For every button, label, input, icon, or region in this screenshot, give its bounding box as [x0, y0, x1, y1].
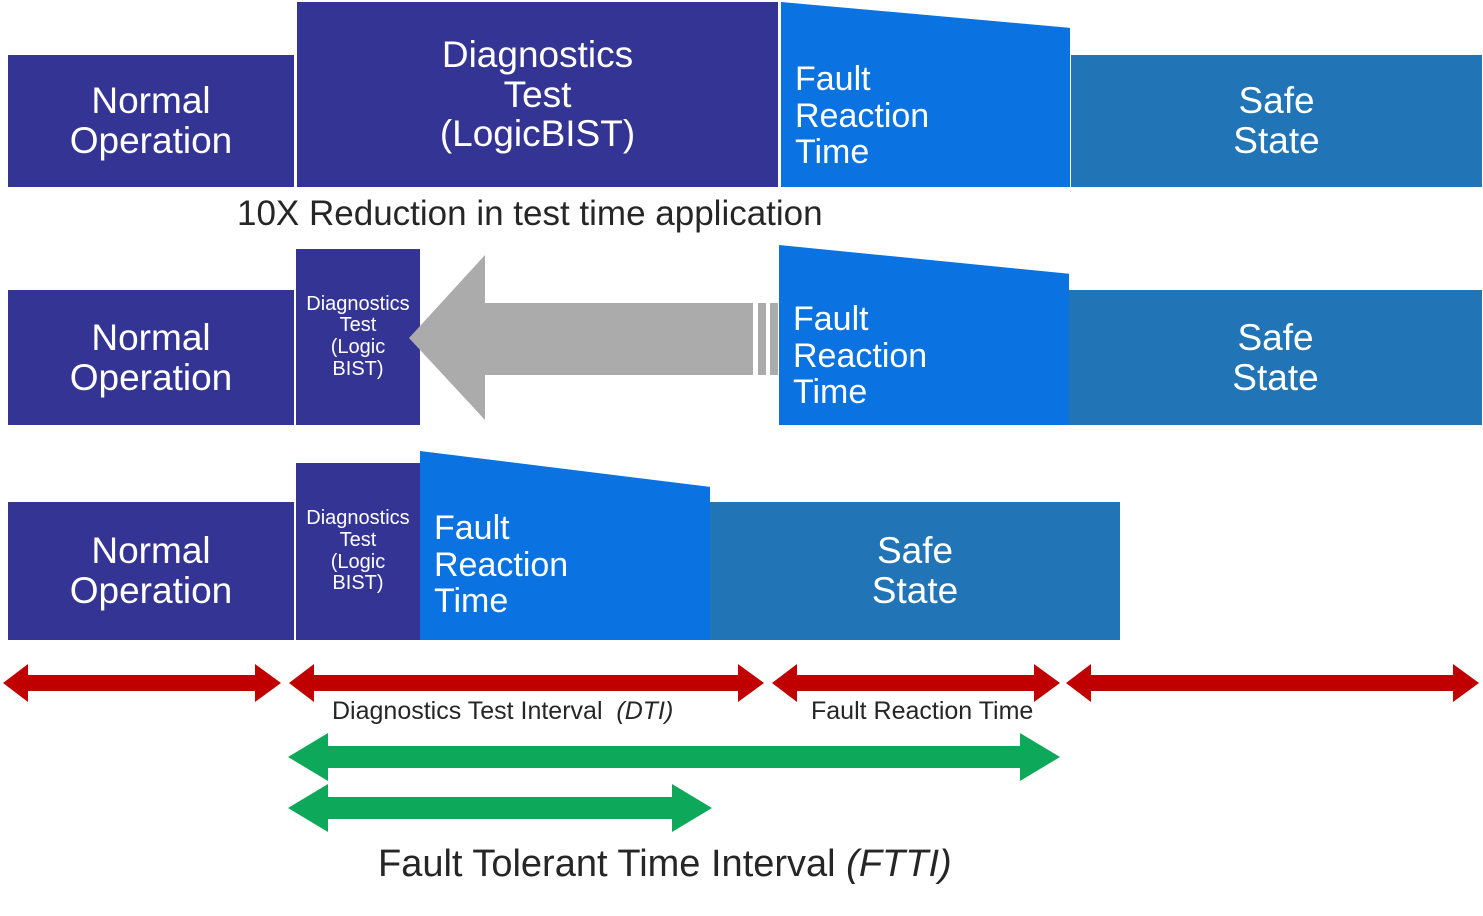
green-arrow-ftti-upper	[288, 733, 1060, 781]
dti-interval-label-abbr: (DTI)	[616, 697, 674, 725]
dti-interval-label-text: Diagnostics Test Interval	[332, 697, 617, 725]
block-label: Fault Reaction Time	[795, 59, 930, 172]
green-arrow-ftti-lower	[288, 784, 712, 832]
row-baseline-diagnostics-test-block: Diagnostics Test (LogicBIST)	[297, 2, 778, 187]
frt-interval-label: Fault Reaction Time	[811, 697, 1033, 726]
shrink-arrow-separator-bar-2	[770, 303, 778, 375]
block-label: Diagnostics Test (Logic BIST)	[306, 292, 410, 380]
row-baseline-normal-operation-block: Normal Operation	[8, 55, 294, 187]
block-label: Diagnostics Test (Logic BIST)	[306, 507, 410, 595]
ftti-caption: Fault Tolerant Time Interval (FTTI)	[378, 843, 952, 886]
block-label: Diagnostics Test (LogicBIST)	[439, 33, 636, 155]
row-improved-safe-state-block: Safe State	[1069, 290, 1482, 425]
row-result-normal-operation-block: Normal Operation	[8, 502, 294, 640]
block-label: Safe State	[1232, 316, 1319, 398]
row-result-diagnostics-test-block: Diagnostics Test (Logic BIST)	[296, 463, 420, 640]
trapezoid-fill	[420, 451, 710, 640]
row-improved-fault-reaction-time-trapezoid: Fault Reaction Time	[779, 245, 1069, 425]
row-improved-normal-operation-block: Normal Operation	[8, 290, 294, 425]
block-label: Fault Reaction Time	[793, 299, 928, 412]
ftti-caption-abbr: (FTTI)	[846, 843, 952, 885]
shrink-left-arrow-icon	[409, 255, 753, 420]
trapezoid-fill	[781, 2, 1070, 187]
row-result-safe-state-block: Safe State	[710, 502, 1120, 640]
reduction-caption: 10X Reduction in test time application	[237, 194, 823, 233]
block-label: Safe State	[1233, 80, 1320, 161]
trapezoid-fill	[779, 245, 1069, 425]
red-arrow-safe-state-span	[1066, 664, 1479, 702]
block-label: Safe State	[871, 530, 959, 611]
red-arrow-normal-operation-span	[3, 664, 281, 702]
block-label: Fault Reaction Time	[434, 508, 569, 621]
dti-interval-label: Diagnostics Test Interval (DTI)	[332, 697, 673, 726]
row-improved-diagnostics-test-block: Diagnostics Test (Logic BIST)	[296, 249, 420, 425]
row-baseline-safe-state-block: Safe State	[1071, 55, 1482, 187]
block-label: Normal Operation	[69, 530, 233, 611]
block-label: Normal Operation	[69, 316, 233, 398]
row-baseline-fault-reaction-time-trapezoid: Fault Reaction Time	[781, 2, 1070, 187]
ftti-caption-text: Fault Tolerant Time Interval	[378, 843, 847, 885]
shrink-arrow-separator-bar-1	[758, 303, 766, 375]
frt-interval-label-text: Fault Reaction Time	[811, 697, 1034, 725]
row-result-fault-reaction-time-trapezoid: Fault Reaction Time	[420, 451, 710, 640]
block-label: Normal Operation	[69, 80, 233, 161]
